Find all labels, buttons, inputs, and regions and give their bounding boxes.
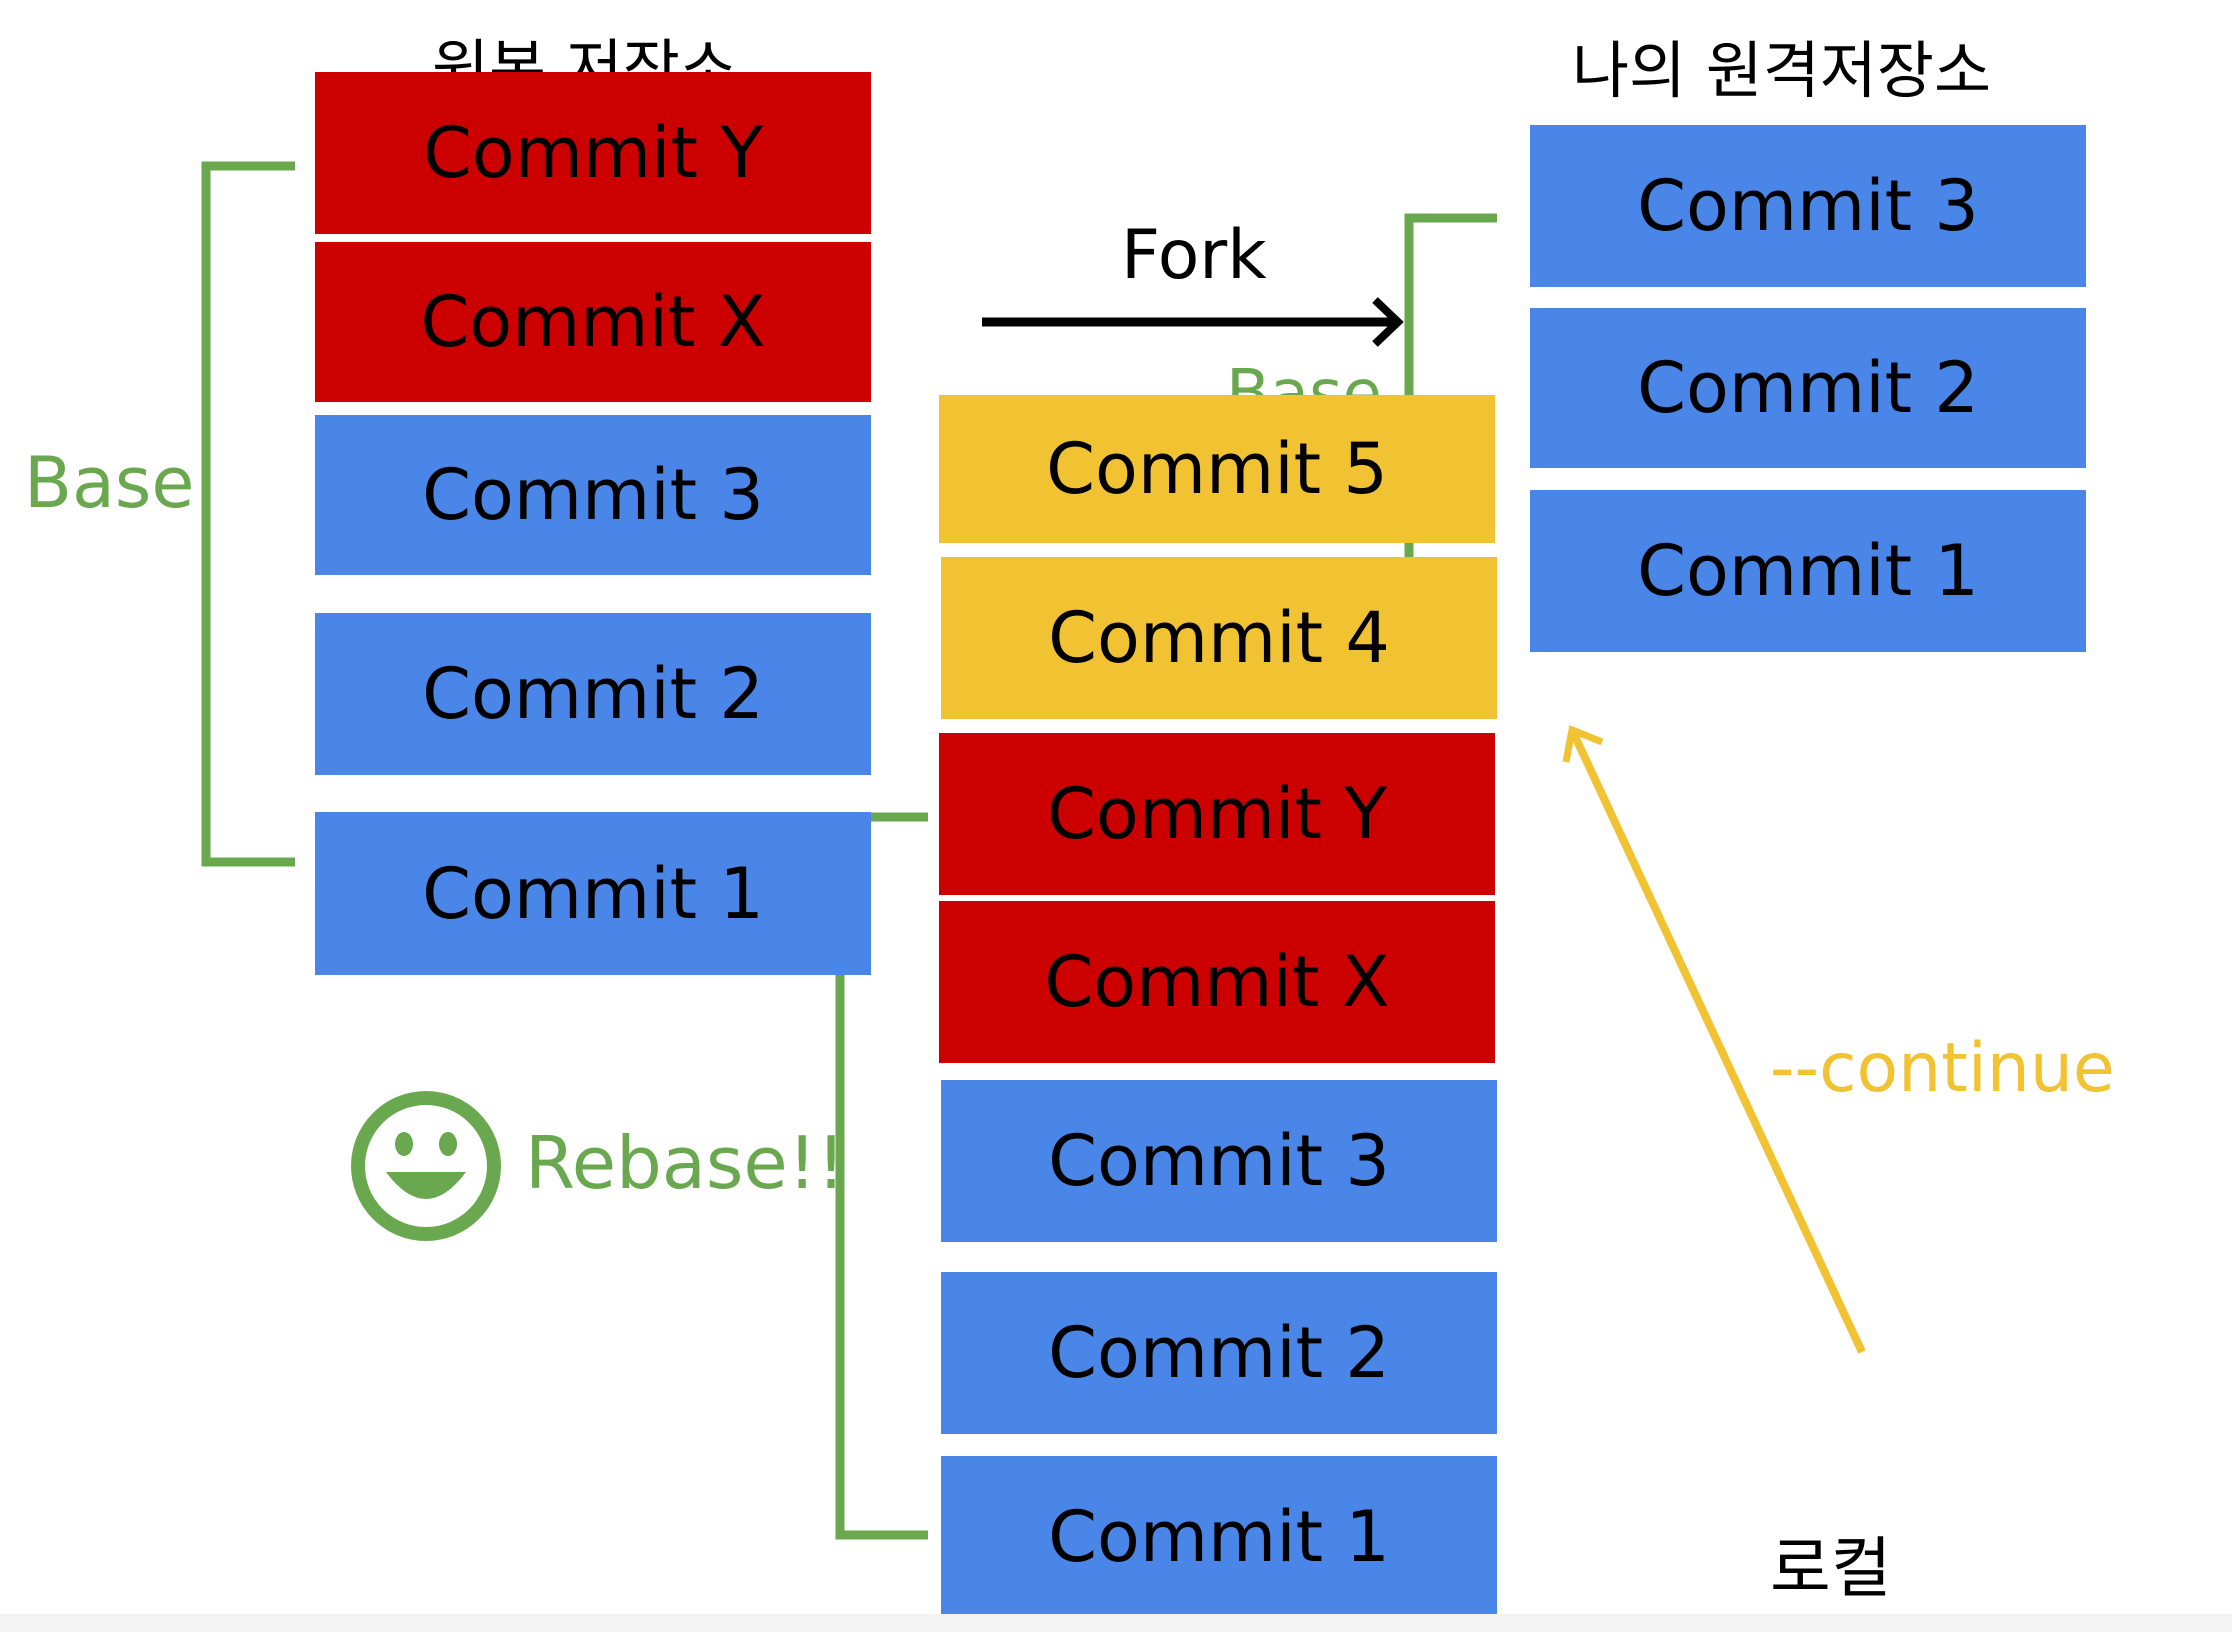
origin-base-bracket bbox=[201, 161, 295, 867]
remote-commit-1: Commit 1 bbox=[1530, 490, 2086, 652]
local-commit-y: Commit Y bbox=[939, 733, 1495, 895]
local-commit-4: Commit 4 bbox=[941, 557, 1497, 719]
local-repo-title: 로컬 bbox=[1770, 1530, 1892, 1607]
origin-commit-2: Commit 2 bbox=[315, 613, 871, 775]
origin-commit-3: Commit 3 bbox=[315, 415, 871, 575]
fork-arrow bbox=[982, 297, 1404, 347]
bottom-edge-strip bbox=[0, 1614, 2232, 1632]
rebase-bracket bbox=[835, 812, 928, 1540]
origin-commit-y: Commit Y bbox=[315, 72, 871, 234]
continue-label: --continue bbox=[1770, 1029, 2115, 1108]
origin-base-label: Base bbox=[24, 442, 195, 524]
continue-arrow bbox=[1562, 725, 1866, 1354]
local-commit-2: Commit 2 bbox=[941, 1272, 1497, 1434]
local-commit-3: Commit 3 bbox=[941, 1080, 1497, 1242]
origin-commit-x: Commit X bbox=[315, 242, 871, 402]
local-commit-5: Commit 5 bbox=[939, 395, 1495, 543]
local-commit-x: Commit X bbox=[939, 901, 1495, 1063]
rebase-label: Rebase!! bbox=[525, 1121, 846, 1205]
origin-commit-1: Commit 1 bbox=[315, 812, 871, 975]
remote-commit-2: Commit 2 bbox=[1530, 308, 2086, 468]
fork-label: Fork bbox=[1121, 216, 1267, 295]
local-commit-1: Commit 1 bbox=[941, 1456, 1497, 1618]
remote-repo-title: 나의 원격저장소 bbox=[1572, 34, 1991, 107]
remote-commit-3: Commit 3 bbox=[1530, 125, 2086, 287]
smiley-face-icon bbox=[351, 1091, 501, 1241]
